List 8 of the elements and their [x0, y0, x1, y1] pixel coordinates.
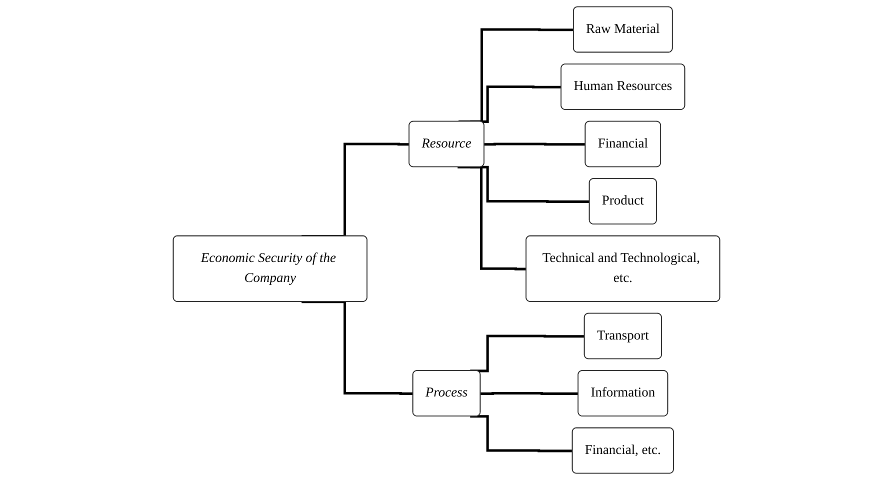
connector — [458, 28, 574, 123]
connector — [470, 415, 573, 452]
connector — [470, 85, 562, 123]
connector — [484, 142, 586, 146]
connector — [302, 300, 414, 395]
connector — [470, 334, 585, 372]
connector — [480, 392, 578, 395]
connector — [458, 166, 526, 270]
